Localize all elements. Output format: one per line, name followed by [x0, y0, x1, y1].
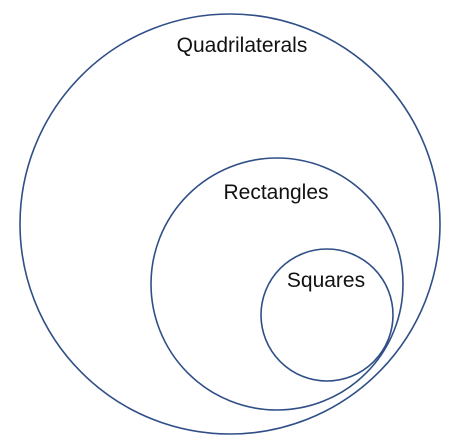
quadrilaterals-circle	[19, 13, 441, 435]
squares-circle	[260, 248, 394, 382]
rectangles-label: Rectangles	[223, 181, 328, 204]
quadrilaterals-label: Quadrilaterals	[177, 34, 308, 57]
rectangles-circle	[150, 157, 404, 411]
squares-label: Squares	[287, 269, 365, 292]
